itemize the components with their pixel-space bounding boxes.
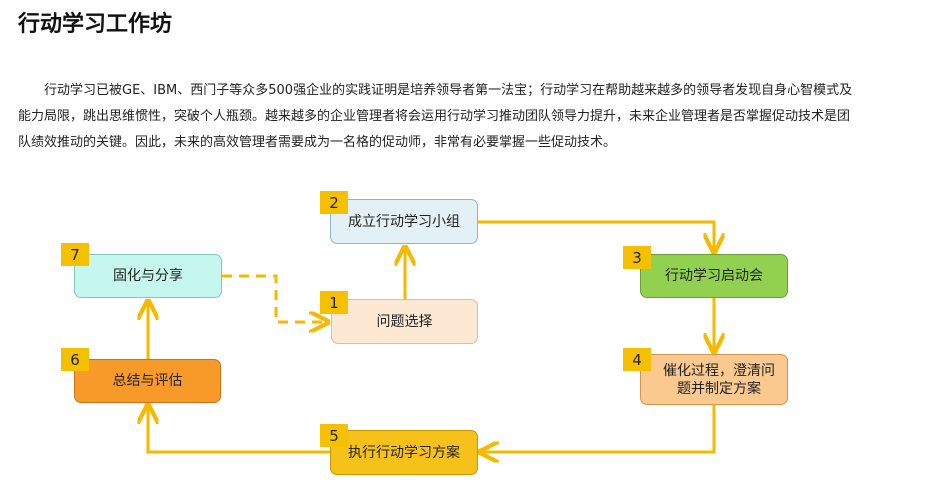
step-4-label: 催化过程，澄清问题并制定方案	[663, 362, 775, 397]
arrow-2-to-3	[478, 220, 714, 252]
step-5-label: 执行行动学习方案	[348, 444, 460, 461]
step-6-label: 总结与评估	[112, 373, 183, 389]
step-2-box: 成立行动学习小组	[330, 199, 478, 244]
step-1-box: 问题选择	[331, 299, 478, 344]
page-title: 行动学习工作坊	[18, 12, 173, 37]
intro-paragraph: 行动学习已被GE、IBM、西门子等众多500强企业的实践证明是培养领导者第一法宝…	[18, 83, 853, 150]
step-1-label: 问题选择	[376, 313, 433, 330]
step-4-badge: 4	[623, 348, 651, 371]
step-5-badge: 5	[320, 424, 348, 447]
step-2-badge: 2	[320, 191, 348, 214]
step-1-badge: 1	[320, 291, 348, 314]
arrow-7-to-1-dashed	[222, 274, 328, 322]
step-7-badge: 7	[61, 243, 89, 266]
step-2-label: 成立行动学习小组	[348, 213, 460, 230]
step-6-badge: 6	[61, 348, 89, 371]
step-3-label: 行动学习启动会	[665, 268, 763, 284]
step-7-label: 固化与分享	[113, 268, 183, 284]
step-3-box: 行动学习启动会	[640, 254, 788, 298]
arrow-4-to-5	[480, 405, 716, 452]
step-4-box: 催化过程，澄清问题并制定方案	[640, 354, 788, 405]
step-5-box: 执行行动学习方案	[330, 430, 478, 475]
step-7-box: 固化与分享	[74, 254, 222, 298]
arrow-5-to-6	[148, 405, 330, 454]
step-6-box: 总结与评估	[74, 359, 221, 403]
step-3-badge: 3	[623, 246, 651, 269]
